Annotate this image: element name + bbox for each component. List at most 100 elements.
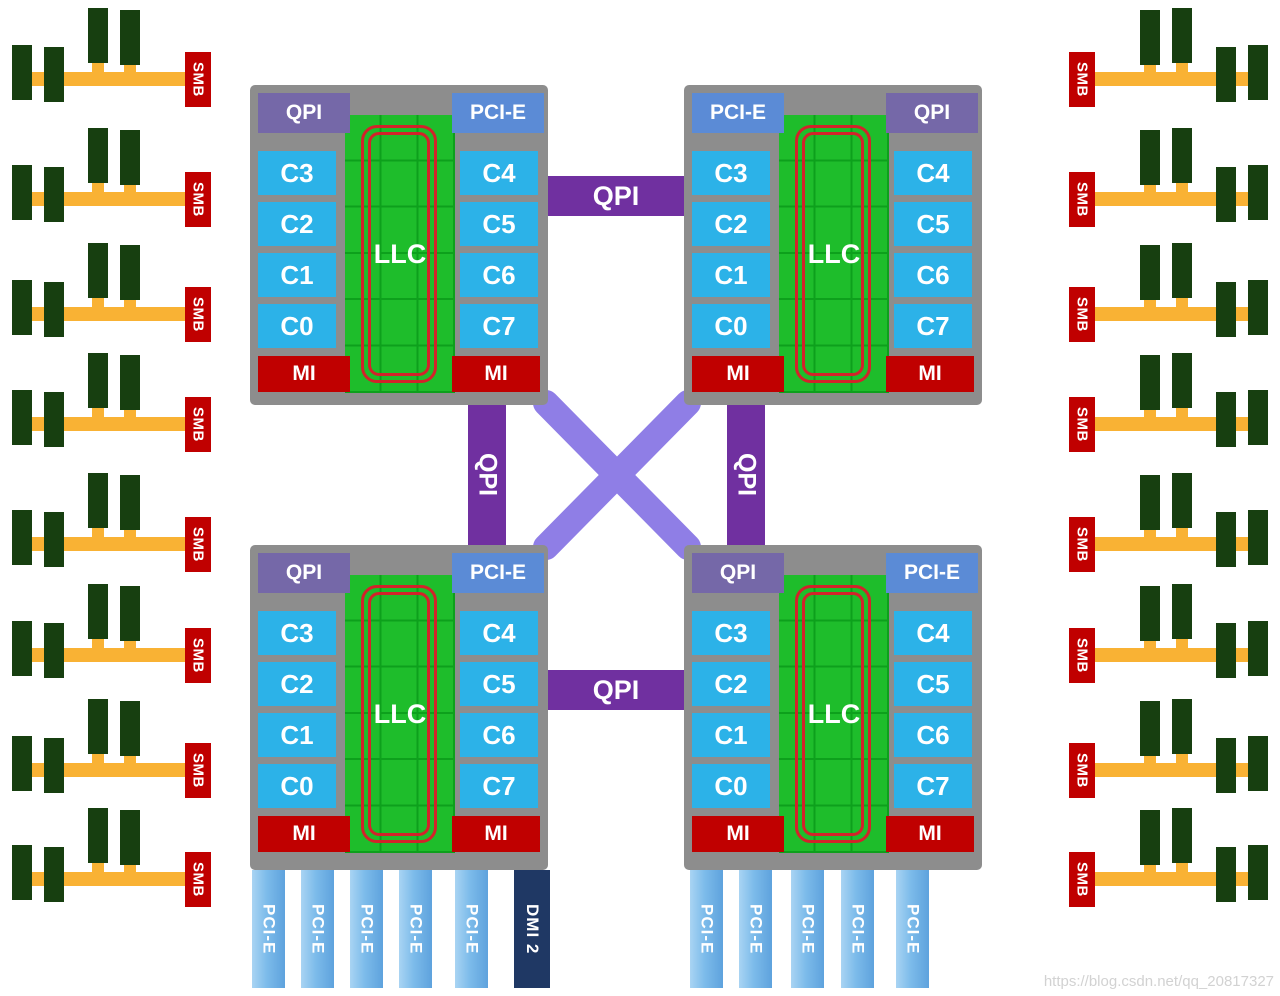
core-c0: C0	[692, 764, 770, 808]
memory-bank	[12, 353, 185, 447]
llc-label: LLC	[807, 238, 861, 269]
pcie-lane: PCI-E	[896, 870, 929, 988]
smb-buffer: SMB	[1069, 52, 1095, 107]
qpi-link-right-vertical: QPI	[727, 405, 765, 545]
core-c0: C0	[258, 764, 336, 808]
core-c4: C4	[460, 611, 538, 655]
cpu-socket-top-left: LLC QPI PCI-E C3 C2 C1 C0 C4 C5 C6 C7 MI…	[250, 85, 548, 405]
qpi-link-top-horizontal: QPI	[548, 176, 684, 216]
memory-interface-left: MI	[258, 356, 350, 392]
watermark: https://blog.csdn.net/qq_20817327	[1043, 973, 1274, 990]
core-c2: C2	[258, 202, 336, 246]
pcie-port: PCI-E	[692, 93, 784, 133]
ring-bus-outer	[795, 585, 871, 843]
core-c7: C7	[460, 304, 538, 348]
llc-label: LLC	[373, 698, 427, 729]
core-c1: C1	[692, 253, 770, 297]
smb-buffer: SMB	[185, 287, 211, 342]
core-c3: C3	[692, 611, 770, 655]
pcie-port: PCI-E	[452, 93, 544, 133]
qpi-port: QPI	[258, 553, 350, 593]
pcie-lane: PCI-E	[841, 870, 874, 988]
core-c2: C2	[258, 662, 336, 706]
pcie-lane: PCI-E	[791, 870, 824, 988]
smb-buffer: SMB	[185, 52, 211, 107]
core-c6: C6	[460, 253, 538, 297]
memory-interface-right: MI	[452, 356, 540, 392]
core-c1: C1	[258, 713, 336, 757]
qpi-port: QPI	[258, 93, 350, 133]
memory-bank	[1095, 353, 1268, 447]
core-column-left: C3 C2 C1 C0	[258, 611, 336, 808]
memory-bank	[1095, 243, 1268, 337]
smb-buffer: SMB	[185, 397, 211, 452]
core-c7: C7	[894, 764, 972, 808]
ring-bus-inner	[368, 592, 430, 836]
pcie-lane: PCI-E	[455, 870, 488, 988]
pcie-lane: PCI-E	[690, 870, 723, 988]
core-c5: C5	[460, 662, 538, 706]
cpu-socket-bottom-right: LLC QPI PCI-E C3 C2 C1 C0 C4 C5 C6 C7 MI…	[684, 545, 982, 870]
core-c1: C1	[692, 713, 770, 757]
memory-interface-right: MI	[886, 816, 974, 852]
smb-buffer: SMB	[1069, 397, 1095, 452]
ring-bus-outer	[361, 125, 437, 383]
memory-bank	[12, 8, 185, 102]
cpu-socket-bottom-left: LLC QPI PCI-E C3 C2 C1 C0 C4 C5 C6 C7 MI…	[250, 545, 548, 870]
llc-label: LLC	[373, 238, 427, 269]
smb-buffer: SMB	[1069, 852, 1095, 907]
core-c7: C7	[460, 764, 538, 808]
smb-buffer: SMB	[185, 852, 211, 907]
core-c5: C5	[460, 202, 538, 246]
core-c4: C4	[460, 151, 538, 195]
pcie-port: PCI-E	[886, 553, 978, 593]
core-column-left: C3 C2 C1 C0	[258, 151, 336, 348]
core-c7: C7	[894, 304, 972, 348]
llc-label: LLC	[807, 698, 861, 729]
memory-bank	[12, 699, 185, 793]
pcie-port: PCI-E	[452, 553, 544, 593]
pcie-lane: PCI-E	[252, 870, 285, 988]
core-c3: C3	[258, 151, 336, 195]
core-c6: C6	[460, 713, 538, 757]
memory-bank	[1095, 473, 1268, 567]
core-c5: C5	[894, 662, 972, 706]
smb-buffer: SMB	[1069, 517, 1095, 572]
ring-bus-inner	[802, 592, 864, 836]
smb-buffer: SMB	[1069, 172, 1095, 227]
memory-bank	[12, 243, 185, 337]
smb-buffer: SMB	[1069, 743, 1095, 798]
llc-block: LLC	[779, 115, 889, 393]
core-c0: C0	[258, 304, 336, 348]
memory-banks-left	[12, 8, 185, 902]
smb-buffer: SMB	[185, 517, 211, 572]
dmi2-lane: DMI 2	[514, 870, 550, 988]
core-column-left: C3 C2 C1 C0	[692, 611, 770, 808]
smb-buffer: SMB	[1069, 287, 1095, 342]
qpi-port: QPI	[886, 93, 978, 133]
memory-bank	[12, 473, 185, 567]
core-column-right: C4 C5 C6 C7	[460, 151, 538, 348]
core-c1: C1	[258, 253, 336, 297]
memory-interface-left: MI	[692, 356, 784, 392]
memory-bank	[1095, 699, 1268, 793]
memory-bank	[12, 128, 185, 222]
qpi-link-left-vertical: QPI	[468, 405, 506, 545]
memory-bank	[12, 584, 185, 678]
pcie-lane: PCI-E	[350, 870, 383, 988]
smb-buffer: SMB	[185, 628, 211, 683]
core-c3: C3	[258, 611, 336, 655]
core-c3: C3	[692, 151, 770, 195]
memory-bank	[1095, 8, 1268, 102]
core-c2: C2	[692, 202, 770, 246]
pcie-lane: PCI-E	[301, 870, 334, 988]
smb-buffer: SMB	[185, 172, 211, 227]
ring-bus-inner	[368, 132, 430, 376]
ring-bus-outer	[795, 125, 871, 383]
core-column-right: C4 C5 C6 C7	[460, 611, 538, 808]
llc-block: LLC	[345, 115, 455, 393]
core-column-right: C4 C5 C6 C7	[894, 611, 972, 808]
memory-bank	[12, 808, 185, 902]
